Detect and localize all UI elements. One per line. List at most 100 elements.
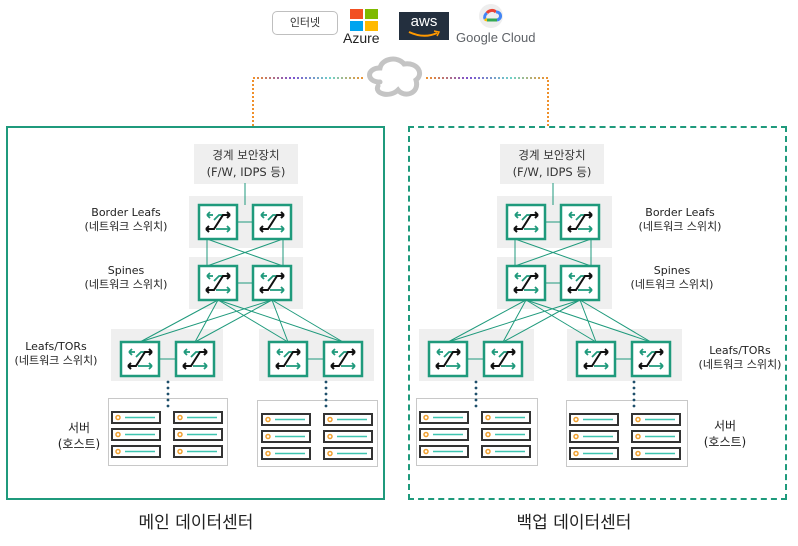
server-icon — [261, 447, 311, 460]
server-icon — [261, 413, 311, 426]
spines-label: Spines(네트워크 스위치) — [84, 264, 168, 291]
firewall-sublabel: (F/W, IDPS 등) — [206, 165, 286, 179]
network-switch-icon — [251, 264, 293, 302]
servers-label: 서버(호스트) — [703, 419, 747, 449]
firewall-label: 경계 보안장치 — [518, 148, 586, 162]
server-icon — [323, 413, 373, 426]
server-icon — [323, 447, 373, 460]
azure-logo-icon — [350, 9, 378, 31]
ellipsis-dot — [632, 386, 636, 390]
leafs-label: Leafs/TORs(네트워크 스위치) — [698, 344, 782, 371]
ellipsis-dot — [474, 386, 478, 390]
ellipsis-dot — [474, 404, 478, 408]
network-switch-icon — [427, 340, 469, 378]
backup-datacenter-frame — [408, 126, 787, 500]
network-switch-icon — [119, 340, 161, 378]
servers-label: 서버(호스트) — [57, 421, 101, 451]
network-switch-icon — [197, 203, 239, 241]
network-switch-icon — [630, 340, 672, 378]
spine-leaf-link — [579, 299, 597, 343]
ellipsis-dot — [166, 380, 170, 384]
server-icon — [569, 447, 619, 460]
spine-leaf-link — [579, 299, 652, 343]
ellipsis-dot — [474, 398, 478, 402]
server-icon — [111, 428, 161, 441]
main-dc-link — [252, 77, 364, 126]
spine-leaf-link — [139, 299, 219, 343]
server-icon — [481, 411, 531, 424]
network-switch-icon — [505, 203, 547, 241]
server-icon — [569, 430, 619, 443]
spine-leaf-link — [502, 299, 581, 343]
border-leafs-label: Border Leafs(네트워크 스위치) — [638, 206, 722, 233]
main-datacenter-title: 메인 데이터센터 — [138, 513, 254, 533]
server-icon — [111, 445, 161, 458]
ellipsis-dot — [324, 398, 328, 402]
server-icon — [419, 445, 469, 458]
network-switch-icon — [267, 340, 309, 378]
firewall-box: 경계 보안장치 (F/W, IDPS 등) — [500, 144, 604, 184]
aws-label: aws — [410, 13, 438, 30]
spine-leaf-link — [139, 299, 273, 343]
network-switch-icon — [559, 264, 601, 302]
spine-leaf-link — [447, 299, 581, 343]
server-icon — [419, 428, 469, 441]
firewall-box: 경계 보안장치 (F/W, IDPS 등) — [194, 144, 298, 184]
google-cloud-logo-icon — [479, 4, 503, 28]
ellipsis-dot — [324, 386, 328, 390]
ellipsis-dot — [324, 392, 328, 396]
aws-logo-icon: aws — [399, 12, 449, 40]
server-icon — [631, 413, 681, 426]
connector-layer — [252, 56, 549, 126]
border-leafs-label: Border Leafs(네트워크 스위치) — [84, 206, 168, 233]
ellipsis-dot — [632, 398, 636, 402]
ellipsis-dot — [324, 404, 328, 408]
ellipsis-dot — [632, 404, 636, 408]
firewall-label: 경계 보안장치 — [212, 148, 280, 162]
cloud-icon — [367, 56, 422, 97]
server-icon — [419, 411, 469, 424]
server-icon — [173, 411, 223, 424]
spine-leaf-link — [271, 299, 289, 343]
server-icon — [111, 411, 161, 424]
server-icon — [323, 430, 373, 443]
ellipsis-dot — [166, 398, 170, 402]
spine-leaf-link — [217, 299, 289, 343]
network-switch-icon — [575, 340, 617, 378]
spine-leaf-link — [194, 299, 273, 343]
ellipsis-dot — [166, 386, 170, 390]
azure-label: Azure — [343, 30, 380, 46]
network-switch-icon — [174, 340, 216, 378]
backup-datacenter-title: 백업 데이터센터 — [516, 513, 632, 533]
ellipsis-dot — [166, 392, 170, 396]
network-switch-icon — [322, 340, 364, 378]
server-icon — [173, 445, 223, 458]
network-switch-icon — [559, 203, 601, 241]
internet-label: 인터넷 — [272, 11, 338, 35]
spine-leaf-link — [525, 299, 597, 343]
border-spine-link — [206, 238, 284, 267]
ellipsis-dot — [632, 380, 636, 384]
server-icon — [569, 413, 619, 426]
network-switch-icon — [197, 264, 239, 302]
server-icon — [173, 428, 223, 441]
main-datacenter-frame — [6, 126, 385, 500]
server-icon — [481, 428, 531, 441]
firewall-sublabel: (F/W, IDPS 등) — [512, 165, 592, 179]
network-switch-icon — [482, 340, 524, 378]
server-icon — [631, 447, 681, 460]
server-icon — [631, 430, 681, 443]
ellipsis-dot — [474, 392, 478, 396]
ellipsis-dot — [632, 392, 636, 396]
backup-dc-link — [426, 77, 549, 126]
server-icon — [481, 445, 531, 458]
ellipsis-dot — [474, 380, 478, 384]
spines-label: Spines(네트워크 스위치) — [630, 264, 714, 291]
network-switch-icon — [505, 264, 547, 302]
spine-leaf-link — [447, 299, 527, 343]
ellipsis-dot — [324, 380, 328, 384]
google-cloud-label: Google Cloud — [456, 30, 536, 45]
leafs-label: Leafs/TORs(네트워크 스위치) — [14, 340, 98, 367]
spine-leaf-link — [271, 299, 344, 343]
